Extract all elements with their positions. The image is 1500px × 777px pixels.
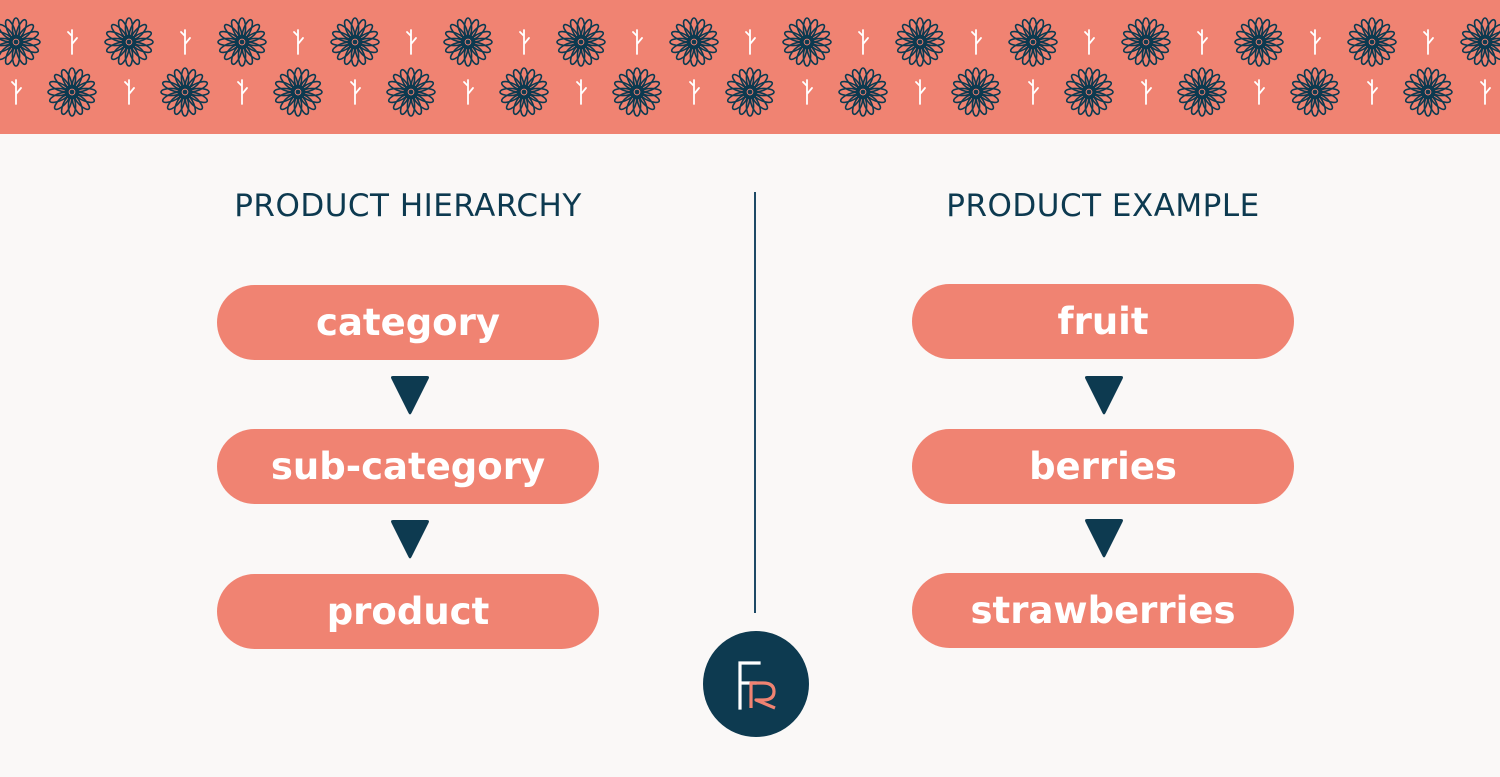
flower-icon — [330, 17, 380, 67]
flower-icon — [1347, 17, 1397, 67]
flower-icon — [1460, 17, 1500, 67]
sprig-icon — [350, 79, 361, 105]
flower-icon — [160, 67, 210, 117]
sprig-icon — [406, 29, 417, 55]
sprig-icon — [124, 79, 135, 105]
sprig-icon — [971, 29, 982, 55]
hierarchy-level-1: category — [217, 285, 599, 360]
down-arrow-icon — [391, 520, 429, 559]
sprig-icon — [1367, 79, 1378, 105]
sprig-icon — [180, 29, 191, 55]
flower-icon — [443, 17, 493, 67]
example-level-3: strawberries — [912, 573, 1294, 648]
sprig-icon — [915, 79, 926, 105]
flower-icon — [1121, 17, 1171, 67]
example-level-2: berries — [912, 429, 1294, 504]
flower-icon — [217, 17, 267, 67]
sprig-icon — [1423, 29, 1434, 55]
sprig-icon — [293, 29, 304, 55]
flower-icon — [556, 17, 606, 67]
sprig-icon — [237, 79, 248, 105]
sprig-icon — [1310, 29, 1321, 55]
flower-icon — [782, 17, 832, 67]
flower-icon — [1403, 67, 1453, 117]
flower-icon — [1234, 17, 1284, 67]
example-level-1: fruit — [912, 284, 1294, 359]
flower-icon — [895, 17, 945, 67]
sprig-icon — [1197, 29, 1208, 55]
sprig-icon — [632, 29, 643, 55]
sprig-icon — [858, 29, 869, 55]
sprig-icon — [1254, 79, 1265, 105]
flower-icon — [1177, 67, 1227, 117]
hierarchy-level-3: product — [217, 574, 599, 649]
sprig-icon — [67, 29, 78, 55]
flower-icon — [951, 67, 1001, 117]
hierarchy-title: PRODUCT HIERARCHY — [234, 188, 582, 224]
sprig-icon — [1141, 79, 1152, 105]
hierarchy-level-2: sub-category — [217, 429, 599, 504]
flower-icon — [499, 67, 549, 117]
sprig-icon — [689, 79, 700, 105]
sprig-icon — [802, 79, 813, 105]
flower-icon — [1008, 17, 1058, 67]
example-title: PRODUCT EXAMPLE — [946, 188, 1260, 224]
flower-icon — [1064, 67, 1114, 117]
flower-icon — [838, 67, 888, 117]
flower-icon — [386, 67, 436, 117]
fr-logo-icon — [738, 661, 776, 710]
sprig-icon — [1084, 29, 1095, 55]
down-arrow-icon — [1085, 376, 1123, 415]
brand-logo — [703, 631, 809, 737]
flower-icon — [669, 17, 719, 67]
sprig-icon — [1028, 79, 1039, 105]
flower-icon — [1290, 67, 1340, 117]
column-divider — [754, 192, 756, 613]
sprig-icon — [576, 79, 587, 105]
flower-icon — [725, 67, 775, 117]
sprig-icon — [1480, 79, 1491, 105]
flower-icon — [104, 17, 154, 67]
flower-icon — [612, 67, 662, 117]
sprig-icon — [745, 29, 756, 55]
sprig-icon — [519, 29, 530, 55]
floral-pattern — [0, 17, 1500, 117]
sprig-icon — [463, 79, 474, 105]
sprig-icon — [11, 79, 22, 105]
flower-icon — [273, 67, 323, 117]
flower-icon — [47, 67, 97, 117]
down-arrow-icon — [391, 376, 429, 415]
flower-icon — [0, 17, 41, 67]
down-arrow-icon — [1085, 519, 1123, 558]
decorative-banner — [0, 0, 1500, 134]
